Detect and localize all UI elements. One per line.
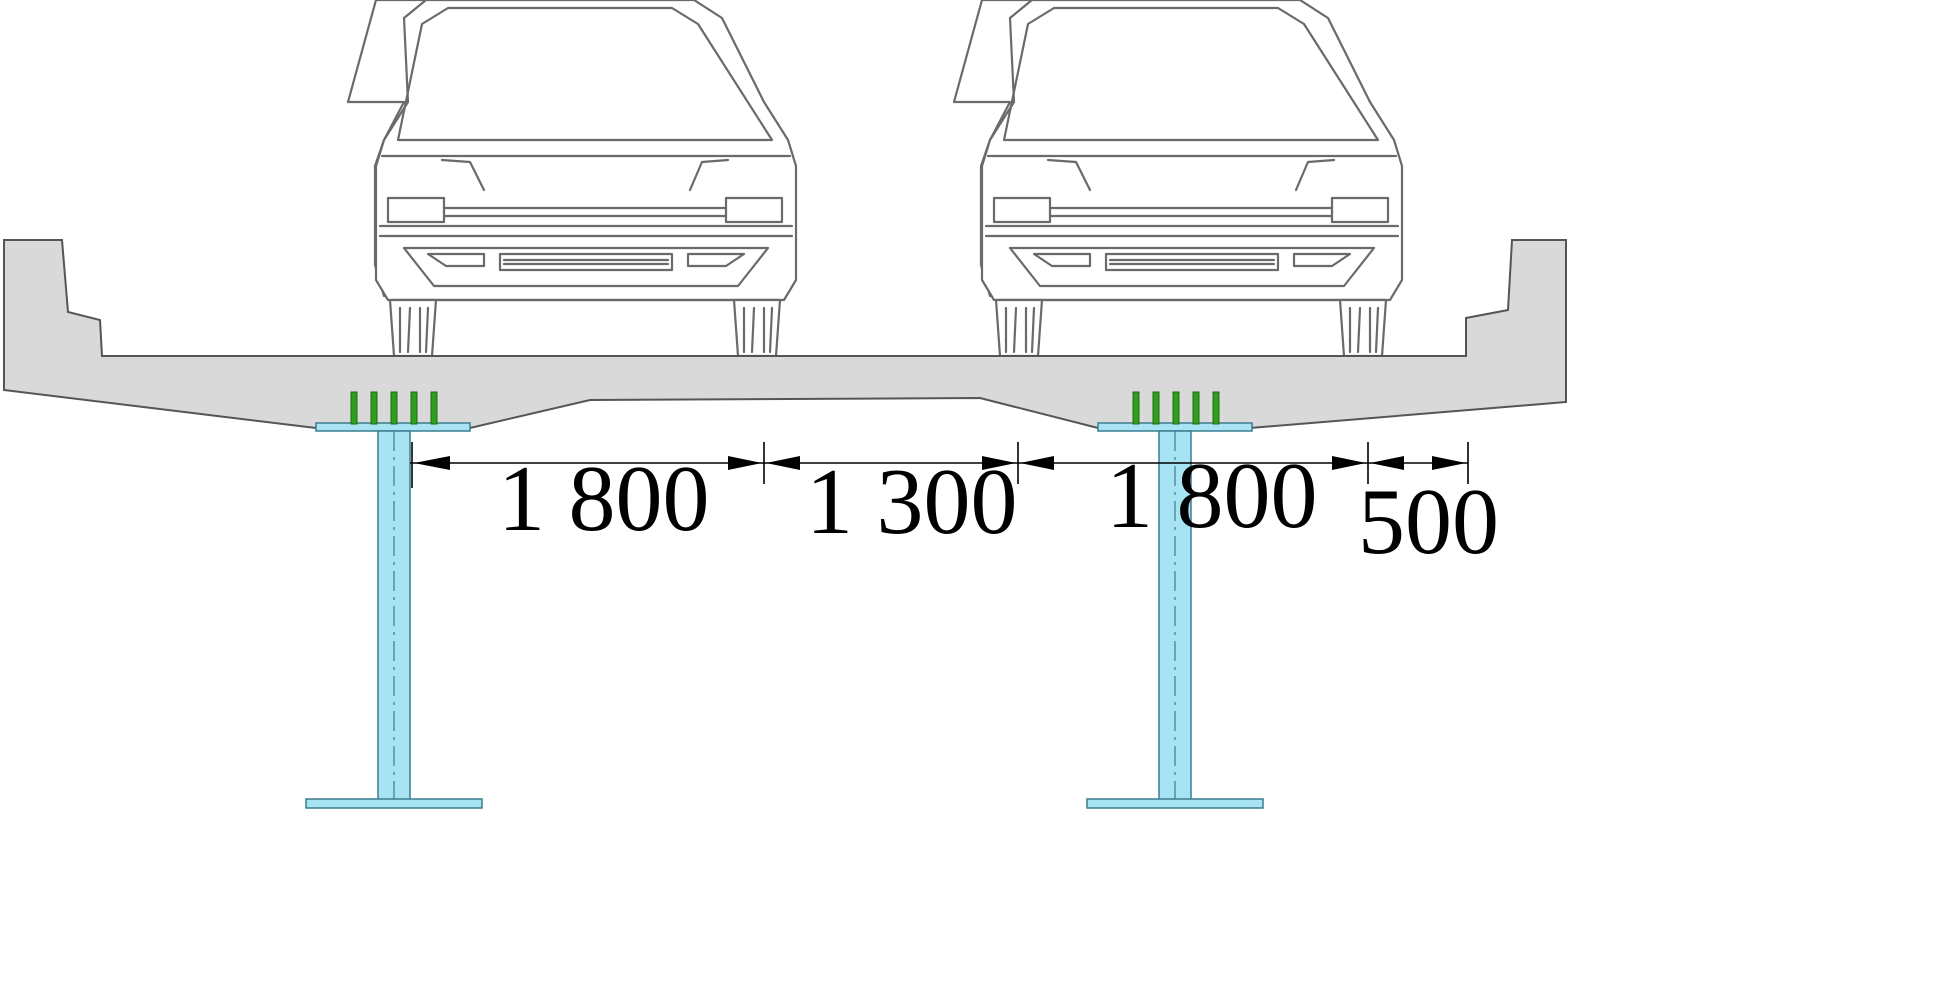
dimension-label-3: 1 800 [1106, 444, 1318, 548]
vehicle-left [346, 0, 798, 358]
shear-studs-left [350, 391, 438, 425]
vehicle-right [952, 0, 1404, 358]
steel-pier-right [1086, 430, 1264, 809]
dimension-label-2: 1 300 [806, 450, 1018, 554]
dimension-label-4: 500 [1358, 470, 1499, 574]
dimension-line-group [410, 442, 1469, 488]
dimension-label-1: 1 800 [498, 447, 710, 551]
steel-pier-left [305, 430, 483, 809]
shear-studs-right [1132, 391, 1220, 425]
